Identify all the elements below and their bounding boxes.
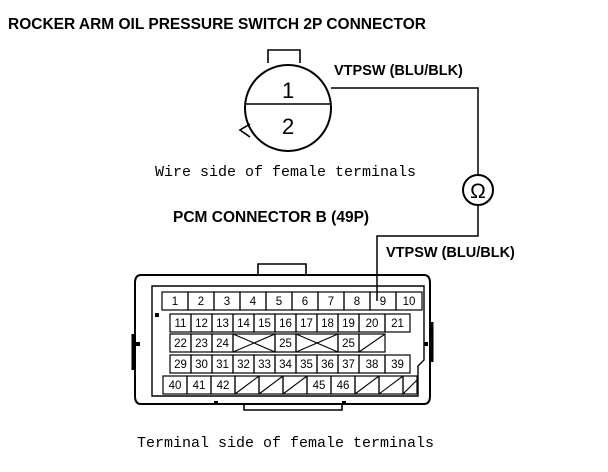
wire-label-top: VTPSW (BLU/BLK)	[334, 63, 463, 79]
pcm-pin-36: 36	[321, 359, 334, 371]
pcm-pin-15: 15	[258, 318, 271, 330]
pcm-pin-29: 29	[174, 359, 187, 371]
pcm-pin-40: 40	[169, 380, 182, 392]
pcm-connector: 1 2 3 4 5 6 7 8 9 10 11 12 13	[131, 263, 434, 411]
pcm-pin-11: 11	[175, 318, 187, 330]
pcm-pin-4: 4	[250, 296, 257, 308]
pcm-pin-34: 34	[279, 359, 292, 371]
pcm-pin-17: 17	[300, 318, 313, 330]
terminal-side-caption: Terminal side of female terminals	[137, 435, 434, 452]
pcm-pin-8: 8	[354, 296, 360, 308]
pcm-pin-3: 3	[224, 296, 230, 308]
wire-side-caption: Wire side of female terminals	[155, 164, 416, 181]
pcm-pin-16: 16	[279, 318, 292, 330]
pcm-pin-13: 13	[216, 318, 229, 330]
ohmmeter-icon: Ω	[470, 180, 486, 203]
pcm-pin-21: 21	[391, 318, 404, 330]
rocker-connector-title: ROCKER ARM OIL PRESSURE SWITCH 2P CONNEC…	[8, 16, 426, 33]
pcm-pin-5: 5	[276, 296, 282, 308]
pcm-pin-42: 42	[217, 380, 230, 392]
wire-label-bottom: VTPSW (BLU/BLK)	[386, 245, 515, 261]
switch-connector: 1 2	[238, 49, 332, 152]
pcm-pin-46: 46	[337, 380, 350, 392]
pcm-pin-32: 32	[237, 359, 250, 371]
pcm-pin-6: 6	[302, 296, 308, 308]
pcm-pin-1: 1	[172, 296, 178, 308]
pcm-pin-25: 25	[279, 338, 292, 350]
pcm-pin-23: 23	[195, 338, 208, 350]
pcm-pin-30: 30	[195, 359, 208, 371]
pcm-pin-31: 31	[216, 359, 229, 371]
pcm-pin-2: 2	[198, 296, 204, 308]
pcm-pin-19: 19	[342, 318, 355, 330]
pcm-pin-25b: 25	[342, 338, 355, 350]
pcm-pin-7: 7	[328, 296, 334, 308]
pcm-pin-20: 20	[366, 318, 379, 330]
pcm-connector-title: PCM CONNECTOR B (49P)	[173, 209, 369, 226]
pcm-pin-37: 37	[342, 359, 355, 371]
switch-pin-1: 1	[282, 78, 294, 103]
pcm-row-4: 29 30 31 32 33 34 35 36 37 38 39	[169, 354, 411, 374]
pcm-pin-24: 24	[216, 338, 229, 350]
pcm-pin-45: 45	[313, 380, 326, 392]
pcm-pin-9: 9	[380, 296, 386, 308]
pcm-row-1: 1 2 3 4 5 6 7 8 9 10	[161, 291, 423, 311]
pcm-pin-18: 18	[321, 318, 334, 330]
pcm-pin-33: 33	[258, 359, 271, 371]
pcm-pin-35: 35	[300, 359, 313, 371]
ohmmeter: Ω	[462, 174, 494, 206]
pcm-pin-38: 38	[366, 359, 379, 371]
pcm-row-2: 11 12 13 14 15 16 17 18 19 20 21	[169, 313, 411, 333]
switch-pin-2: 2	[282, 114, 294, 139]
pcm-row-5: 40 41 42 45 46	[162, 375, 418, 395]
test-wire	[331, 87, 479, 301]
pcm-pin-39: 39	[391, 359, 404, 371]
pcm-pin-22: 22	[174, 338, 187, 350]
pcm-pin-14: 14	[237, 318, 250, 330]
pcm-pin-41: 41	[193, 380, 206, 392]
pcm-row-3: 22 23 24 25 25	[169, 333, 386, 353]
pcm-pin-12: 12	[195, 318, 208, 330]
pcm-pin-10: 10	[403, 296, 416, 308]
